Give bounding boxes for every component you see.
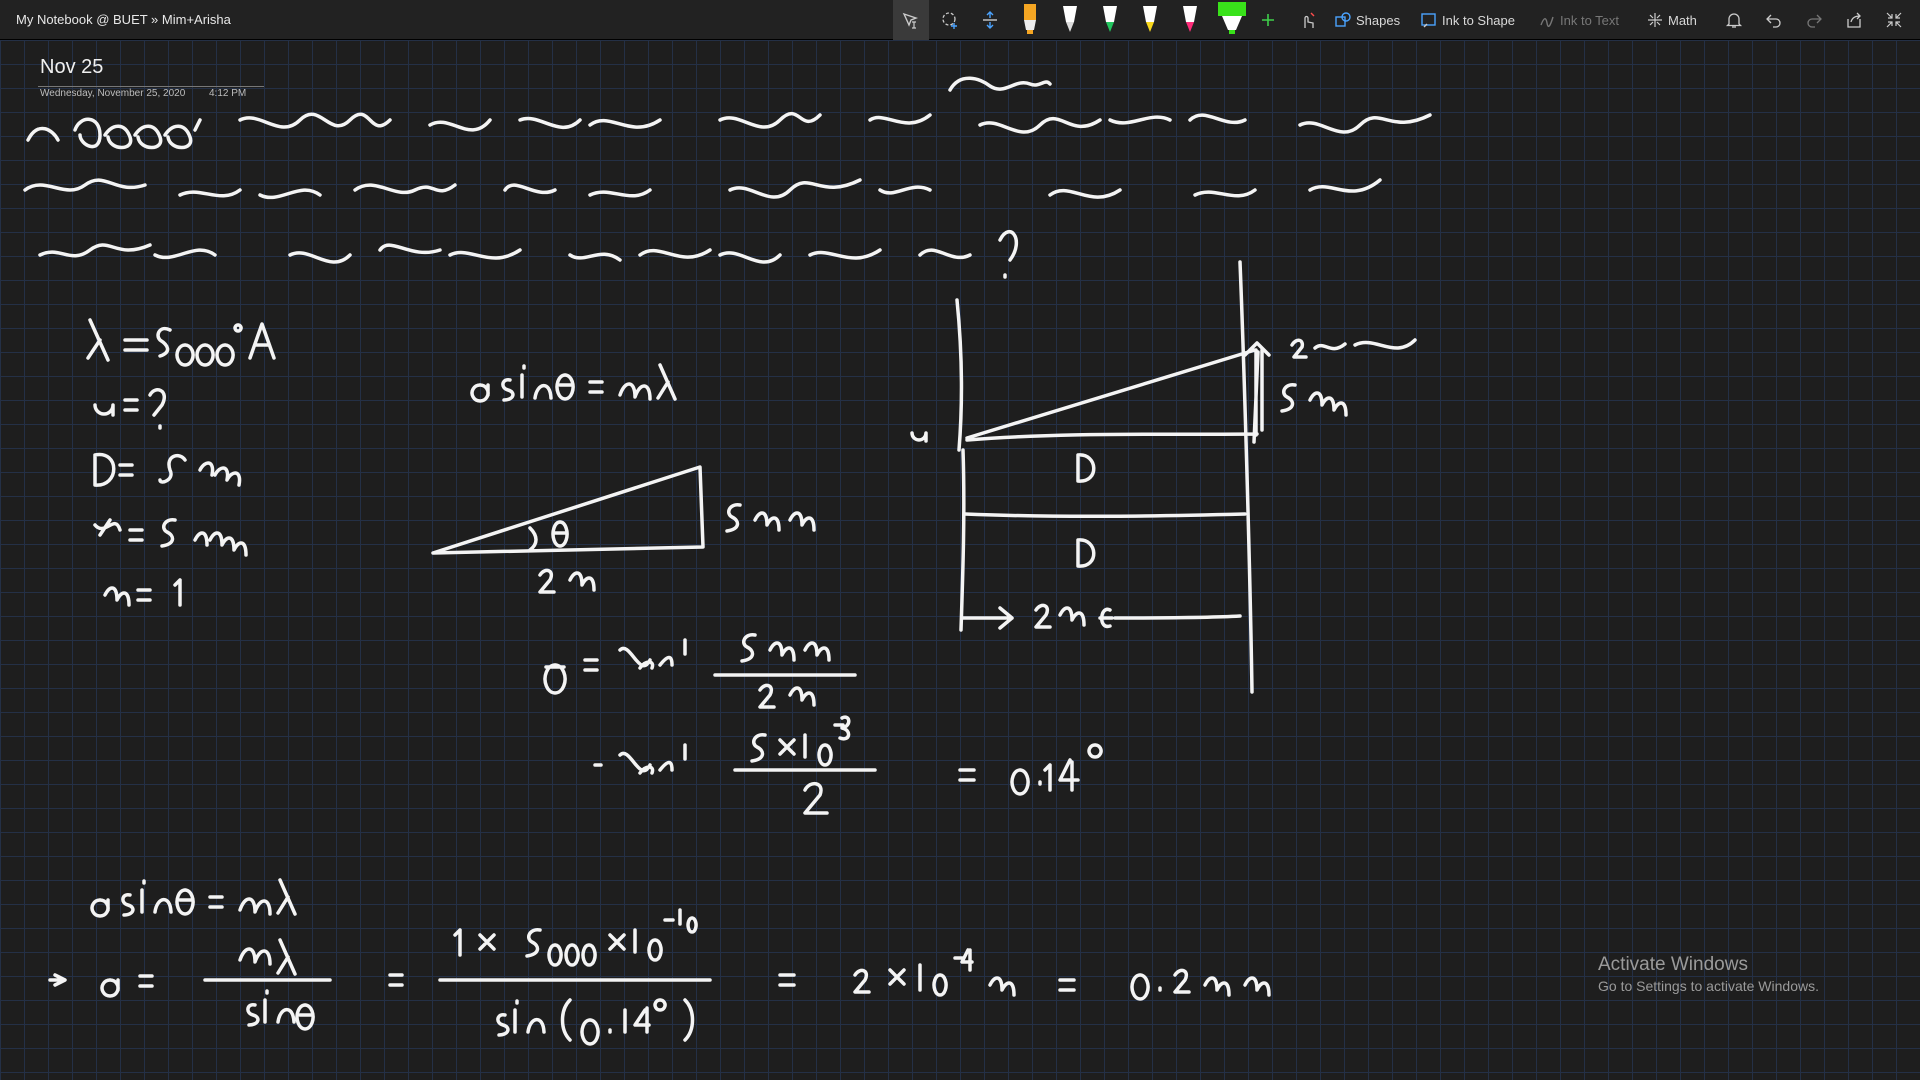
add-space-icon xyxy=(983,11,997,29)
undo-button[interactable] xyxy=(1762,0,1786,40)
lasso-icon xyxy=(942,12,957,29)
handwritten-ink xyxy=(23,76,1432,1046)
math-button[interactable]: Math xyxy=(1646,0,1697,40)
shapes-button[interactable]: Shapes xyxy=(1334,0,1400,40)
shapes-icon xyxy=(1335,12,1351,27)
title-bar: My Notebook @ BUET » Mim+Arisha Shapes I… xyxy=(0,0,1920,40)
add-pen-button[interactable] xyxy=(1256,0,1280,40)
given-values xyxy=(86,318,276,607)
highlighter-green[interactable] xyxy=(1214,0,1250,40)
page-date-title: Nov 25 xyxy=(40,56,104,78)
watermark-title: Activate Windows xyxy=(1598,954,1748,975)
single-slit-diagram xyxy=(910,260,1417,694)
math-label: Math xyxy=(1668,12,1697,28)
add-space-tool[interactable] xyxy=(975,0,1005,40)
touch-drawing-toggle[interactable] xyxy=(1294,0,1322,40)
redo-button[interactable] xyxy=(1802,0,1826,40)
pen-pink[interactable] xyxy=(1174,0,1206,40)
redo-icon xyxy=(1807,14,1822,28)
type-select-tool[interactable] xyxy=(893,0,929,40)
ink-to-shape-icon xyxy=(1421,13,1436,28)
pen-green[interactable] xyxy=(1094,0,1126,40)
touch-hand-icon xyxy=(1304,12,1315,28)
watermark-subtitle: Go to Settings to activate Windows. xyxy=(1598,978,1819,994)
ink-to-text-label: Ink to Text xyxy=(1560,12,1620,28)
shapes-label: Shapes xyxy=(1356,12,1401,28)
text-cursor-icon xyxy=(902,12,919,29)
activate-windows-watermark: Activate Windows Go to Settings to activ… xyxy=(1598,954,1819,994)
theta-equation xyxy=(543,633,1103,815)
page-date-day: Wednesday, November 25, 2020 xyxy=(40,88,186,99)
final-derivation xyxy=(48,878,1271,1046)
lasso-select-tool[interactable] xyxy=(935,0,965,40)
ink-to-shape-button[interactable]: Ink to Shape xyxy=(1420,0,1515,40)
collapse-icon xyxy=(1886,12,1902,28)
date-divider xyxy=(38,86,264,87)
share-button[interactable] xyxy=(1842,0,1866,40)
ink-to-text-icon xyxy=(1540,16,1554,28)
note-canvas[interactable] xyxy=(0,40,1920,1080)
ink-to-text-button[interactable]: Ink to Text xyxy=(1538,0,1619,40)
share-icon xyxy=(1847,12,1861,28)
page-date-time: 4:12 PM xyxy=(209,88,247,99)
math-icon xyxy=(1648,13,1662,27)
bell-icon xyxy=(1725,13,1743,28)
handwritten-question xyxy=(23,76,1432,279)
pen-yellow[interactable] xyxy=(1134,0,1166,40)
notebook-title: My Notebook @ BUET » Mim+Arisha xyxy=(16,12,231,27)
full-screen-button[interactable] xyxy=(1882,0,1906,40)
ink-to-shape-label: Ink to Shape xyxy=(1442,12,1515,28)
undo-icon xyxy=(1766,14,1781,28)
triangle-small xyxy=(431,465,816,594)
notifications-button[interactable] xyxy=(1722,0,1746,40)
pen-white[interactable] xyxy=(1054,0,1086,40)
pen-orange[interactable] xyxy=(1014,0,1046,40)
plus-icon xyxy=(1262,14,1274,26)
formula-top xyxy=(470,363,677,403)
